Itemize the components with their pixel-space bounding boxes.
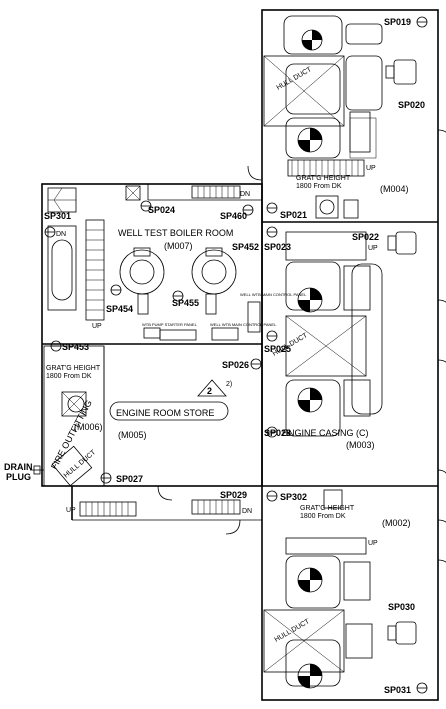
- revision-superscript: 2): [226, 381, 232, 388]
- revision-number: 2: [207, 386, 212, 396]
- store-label-bubble: [109, 401, 229, 421]
- drain-plug-symbol: [30, 465, 44, 475]
- sp026-label: SP026: [222, 360, 249, 370]
- sp024-label: SP024: [148, 205, 175, 215]
- lower-room-code: (M002): [382, 518, 411, 528]
- engine-casing-equipment: [285, 231, 417, 437]
- sp030-label: SP030: [388, 602, 415, 612]
- sp031-label: SP031: [384, 685, 411, 695]
- sp452-label: SP452: [232, 242, 259, 252]
- sp453-label: SP453: [62, 342, 89, 352]
- outer-walls: [41, 9, 446, 701]
- stair-up-lower: UP: [368, 540, 378, 547]
- sp028-label: SP028: [264, 428, 291, 438]
- stair-up-boiler: UP: [92, 323, 102, 330]
- sounding-point-symbols: [44, 16, 428, 694]
- stair-dn-boiler: DN: [56, 231, 66, 238]
- control-panel-label-1: WELL WTB MAIN CONTROL PANEL: [210, 322, 277, 327]
- upper-room-equipment: [263, 15, 417, 219]
- grating-note-top-2: 1800 From DK: [296, 183, 342, 190]
- sp023-label: SP023: [264, 242, 291, 252]
- casing-room-name: ENGINE CASING (C): [282, 428, 369, 438]
- grating-note-bottom-2: 1800 From DK: [300, 513, 346, 520]
- walkway-stairs: [79, 499, 241, 517]
- stair-up-upper: UP: [366, 165, 376, 172]
- grating-note-bottom-1: GRAT'G HEIGHT: [300, 505, 355, 512]
- casing-room-code: (M003): [346, 440, 375, 450]
- sp455-label: SP455: [172, 298, 199, 308]
- boiler-room-equipment: [47, 185, 261, 341]
- boiler-room-code: (M007): [164, 241, 193, 251]
- store-equipment: [51, 379, 227, 487]
- grating-note-top-1: GRAT'G HEIGHT: [296, 175, 351, 182]
- lower-room-equipment: [263, 489, 417, 689]
- stair-up-casing: UP: [368, 245, 378, 252]
- sp027-label: SP027: [116, 474, 143, 484]
- sp301-label: SP301: [44, 211, 71, 221]
- grating-note-left-2: 1800 From DK: [46, 373, 92, 380]
- drain-plug-label-2: PLUG: [6, 472, 31, 482]
- grating-note-left-1: GRAT'G HEIGHT: [46, 365, 101, 372]
- sp454-label: SP454: [106, 304, 133, 314]
- sp020-label: SP020: [398, 100, 425, 110]
- hull-duct-fire: HULL DUCT: [63, 449, 98, 480]
- upper-room-code: (M004): [380, 184, 409, 194]
- stair-dn-sp460: DN: [240, 191, 250, 198]
- sp029-label: SP029: [220, 490, 247, 500]
- sp302-label: SP302: [280, 492, 307, 502]
- boiler-room-name: WELL TEST BOILER ROOM: [118, 228, 233, 238]
- sp460-label: SP460: [220, 211, 247, 221]
- starter-panel-label: WTB PUMP STARTER PANEL: [142, 322, 198, 327]
- control-panel-label-2: WELL WTB MAIN CONTROL PANEL: [240, 292, 307, 297]
- sp022-label: SP022: [352, 232, 379, 242]
- store-room-code: (M005): [118, 430, 147, 440]
- fire-room-code: (M006): [74, 422, 103, 432]
- sp019-label: SP019: [384, 17, 411, 27]
- store-room-name: ENGINE ROOM STORE: [116, 408, 214, 418]
- sp025-label: SP025: [264, 344, 291, 354]
- stair-up-walkway: UP: [66, 507, 76, 514]
- labels: SP019 SP020 SP021 SP022 SP023 SP024 SP02…: [4, 17, 425, 695]
- drain-plug-label-1: DRAIN: [4, 462, 33, 472]
- sp021-label: SP021: [280, 210, 307, 220]
- stair-dn-walkway: DN: [242, 508, 252, 515]
